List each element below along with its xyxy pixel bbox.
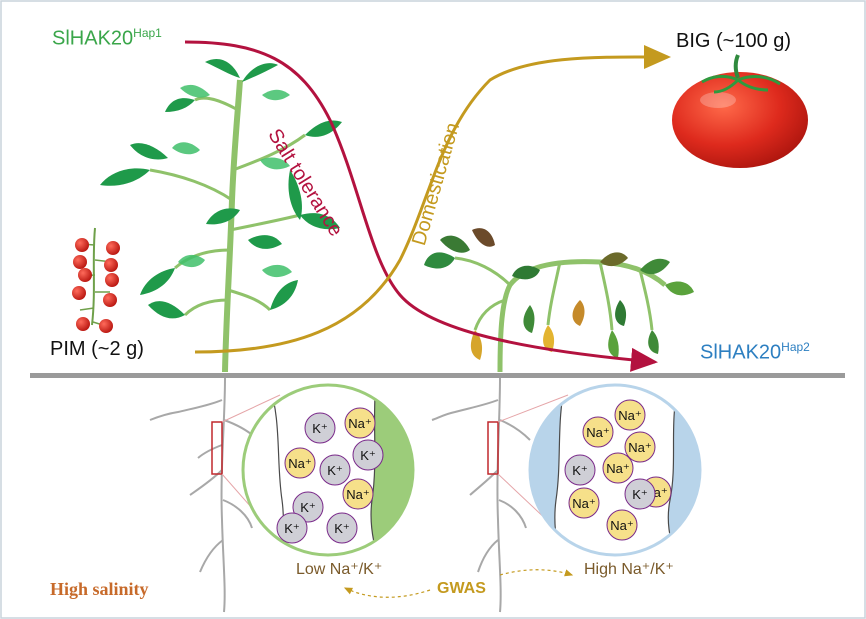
right-ion-label-4: K⁺ [572, 463, 588, 478]
zoom-guide-left-top [221, 394, 281, 423]
left-ion-k-8 [276, 512, 308, 544]
right-ion-label-0: Na⁺ [586, 425, 609, 440]
ions-right-cell: Na⁺Na⁺Na⁺Na⁺K⁺Na⁺Na⁺K⁺Na⁺ [564, 399, 672, 541]
healthy-tomato-plant [100, 58, 342, 373]
gwas-arrow-left [343, 587, 431, 598]
right-ion-na-8 [606, 509, 638, 541]
right-ion-na-1 [614, 399, 646, 431]
left-ion-label-7: K⁺ [334, 521, 350, 536]
right-ion-label-5: Na⁺ [606, 461, 629, 476]
root-zoom-box-left [211, 421, 223, 475]
left-ion-na-6 [342, 478, 374, 510]
right-ion-k-7 [624, 478, 656, 510]
high-ratio-label: High Na⁺/K⁺ [584, 561, 674, 578]
right-ion-label-6: Na⁺ [572, 496, 595, 511]
right-ion-na-0 [582, 416, 614, 448]
right-ion-label-2: Na⁺ [628, 440, 651, 455]
right-ion-label-7: K⁺ [632, 487, 648, 502]
root-zoom-box-right [487, 421, 499, 475]
gwas-arrow-right [499, 569, 574, 577]
hap1-label-base: SlHAK20 [52, 27, 134, 50]
left-ion-k-5 [292, 491, 324, 523]
zoom-guide-right-top [497, 394, 569, 423]
left-ion-label-3: K⁺ [327, 463, 343, 478]
left-ion-label-0: K⁺ [312, 421, 328, 436]
roots-right [431, 377, 531, 613]
gwas-label: GWAS [437, 580, 486, 597]
roots-left [149, 377, 259, 613]
high-salinity-label: High salinity [50, 579, 149, 599]
hap2-label-sup: Hap2 [781, 340, 810, 354]
left-ion-label-1: Na⁺ [348, 416, 371, 431]
left-ion-label-6: Na⁺ [346, 487, 369, 502]
right-ion-label-1: Na⁺ [618, 408, 641, 423]
right-ion-na-5 [602, 452, 634, 484]
low-ratio-label: Low Na⁺/K⁺ [296, 561, 383, 578]
right-ion-na-6 [568, 487, 600, 519]
left-ion-label-8: K⁺ [284, 521, 300, 536]
hap2-label-base: SlHAK20 [700, 341, 782, 364]
right-ion-k-4 [564, 454, 596, 486]
big-tomato-label: BIG (~100 g) [676, 30, 792, 52]
left-ion-label-5: K⁺ [300, 500, 316, 515]
left-ion-k-4 [352, 439, 384, 471]
pim-label: PIM (~2 g) [50, 338, 144, 360]
right-ion-label-8: Na⁺ [610, 518, 633, 533]
soil-line [30, 373, 845, 378]
hap1-label-sup: Hap1 [133, 26, 162, 40]
big-tomato [672, 54, 808, 168]
hap1-label: SlHAK20Hap1 [52, 26, 162, 51]
hap2-label: SlHAK20Hap2 [700, 340, 810, 365]
right-ion-na-2 [624, 431, 656, 463]
left-ion-na-1 [344, 407, 376, 439]
left-ion-label-2: Na⁺ [288, 456, 311, 471]
left-ion-k-7 [326, 512, 358, 544]
salt-tolerance-arrow [184, 40, 658, 372]
cherry-tomato-cluster [72, 227, 120, 333]
left-ion-k-0 [304, 412, 336, 444]
left-ion-na-2 [284, 447, 316, 479]
left-ion-k-3 [319, 454, 351, 486]
domestication-arrow [194, 44, 671, 354]
ions-left-cell: K⁺Na⁺Na⁺K⁺K⁺K⁺Na⁺K⁺K⁺ [276, 407, 384, 544]
left-ion-label-4: K⁺ [360, 448, 376, 463]
